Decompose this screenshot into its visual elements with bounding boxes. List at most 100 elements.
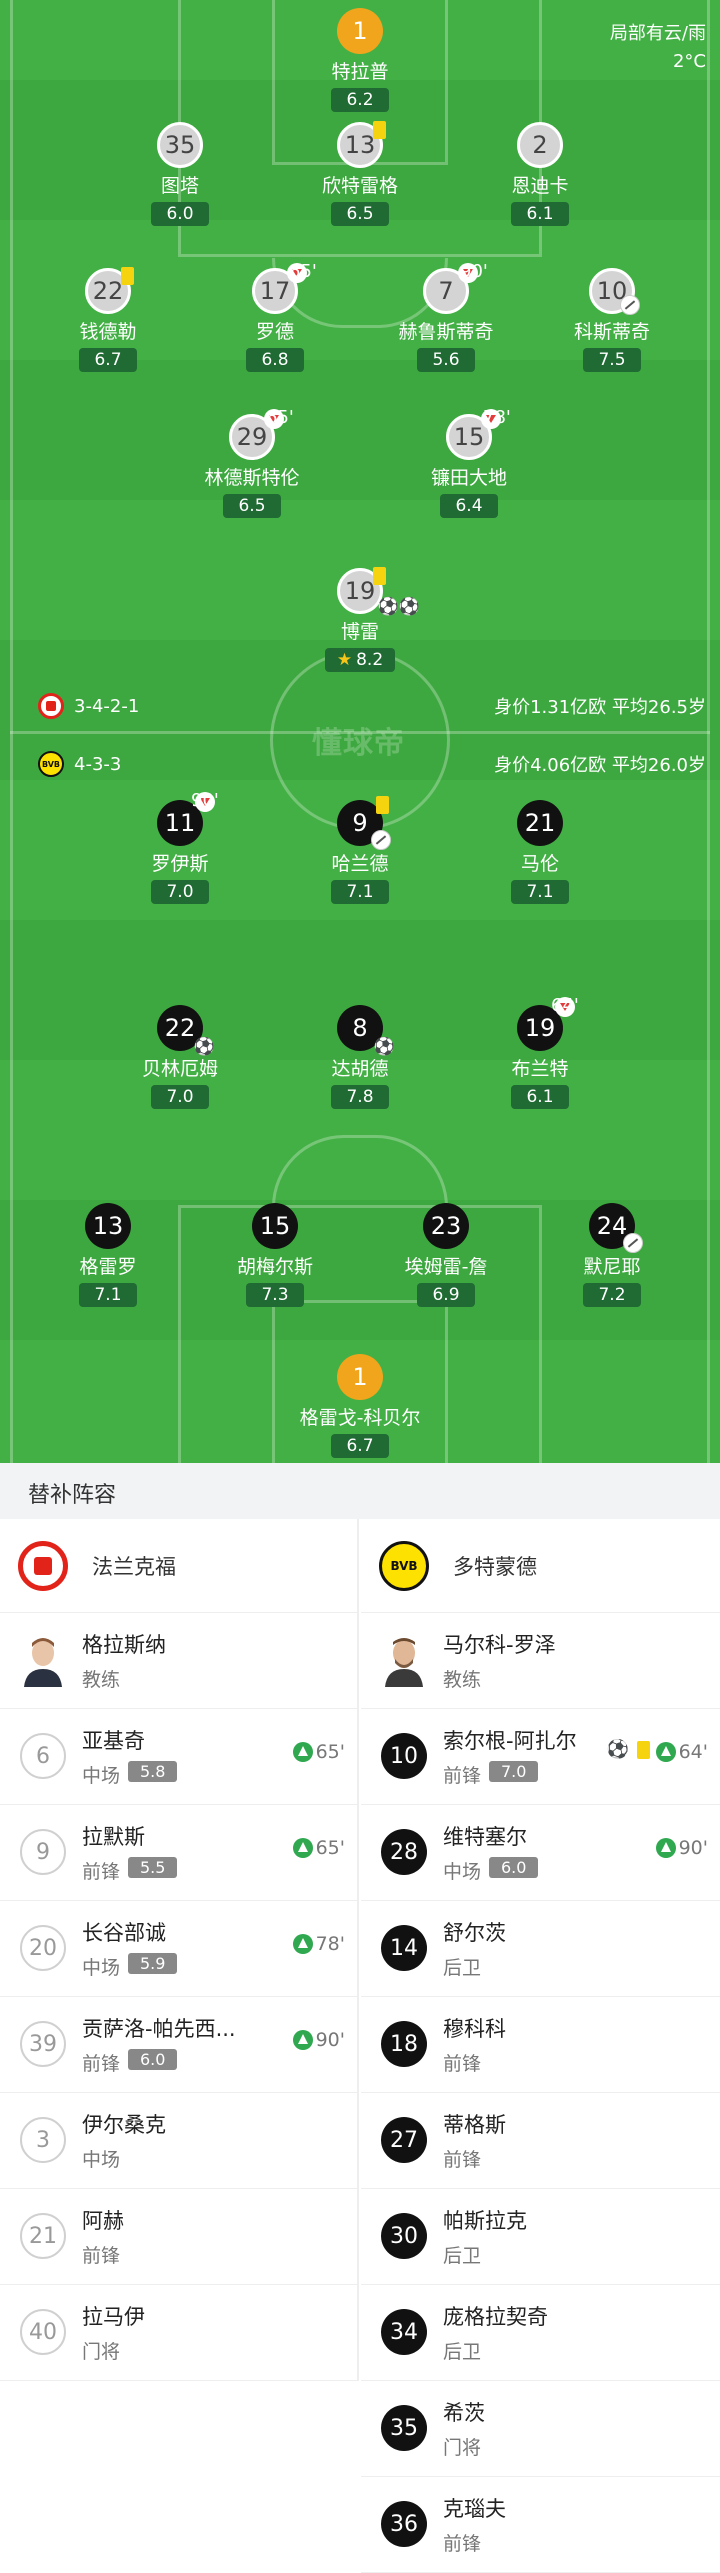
sub-rating: 5.5 [128,1857,178,1878]
sub-out-icon [555,997,575,1017]
player-rating: 6.0 [151,202,209,226]
away-player[interactable]: 8⚽ 达胡德 7.8 [280,1005,440,1109]
sub-player-row[interactable]: 21 阿赫 前锋 [0,2189,357,2285]
player-number: 23 [423,1203,469,1249]
yellow-card-icon [373,567,386,585]
player-number: 29 [236,423,268,451]
sub-player-row[interactable]: 40 拉马伊 门将 [0,2285,357,2381]
sub-in-icon [292,1838,313,1858]
sub-number: 14 [381,1925,427,1971]
star-icon: ★ [336,650,353,670]
sub-player-row[interactable]: 9 拉默斯 前锋 5.5 65' [0,1805,357,1901]
sub-number: 9 [20,1829,66,1875]
sub-player-row[interactable]: 14 舒尔茨 后卫 [361,1901,720,1997]
sub-player-row[interactable]: 3 伊尔桑克 中场 [0,2093,357,2189]
coach-name: 格拉斯纳 [82,1633,166,1657]
sub-name: 拉马伊 [82,2305,145,2329]
player-rating: 7.2 [583,1283,641,1307]
player-rating: 7.5 [583,348,641,372]
sub-player-row[interactable]: 20 长谷部诚 中场 5.9 78' [0,1901,357,1997]
sub-player-row[interactable]: 36 克瑙夫 前锋 [361,2477,720,2573]
sub-out-icon [287,263,307,283]
player-rating: 7.0 [151,880,209,904]
away-player[interactable]: 23 埃姆雷-詹 6.9 [366,1203,526,1307]
coach-row[interactable]: 马尔科-罗泽 教练 [361,1613,720,1709]
sub-out-minute: 90' [191,790,219,811]
player-number: 1 [337,8,383,54]
sub-number: 3 [20,2117,66,2163]
player-number: 13 [85,1203,131,1249]
sub-player-row[interactable]: 28 维特塞尔 中场 6.0 90' [361,1805,720,1901]
player-name: 林德斯特伦 [204,467,300,489]
sub-number: 36 [381,2501,427,2547]
away-player[interactable]: 21 马伦 7.1 [460,800,620,904]
player-name: 达胡德 [331,1058,389,1080]
sub-out-minute: 65' [289,261,317,282]
player-number: 11 [164,809,196,837]
player-number: 8 [352,1014,368,1042]
sub-position: 前锋 [82,2245,121,2267]
player-number: 7 [438,277,454,305]
home-player[interactable]: 1 特拉普 6.2 [280,8,440,112]
sub-rating: 7.0 [489,1761,539,1782]
away-player[interactable]: 15 胡梅尔斯 7.3 [195,1203,355,1307]
player-rating: 6.9 [417,1283,475,1307]
away-player[interactable]: 22⚽ 贝林厄姆 7.0 [100,1005,260,1109]
home-player[interactable]: 22 钱德勒 6.7 [28,267,188,372]
player-number-wrap: 24 [589,1203,643,1253]
sub-in-minute: 90' [315,2029,345,2051]
home-formation: 3-4-2-1 [74,695,140,717]
player-number: 15 [453,423,485,451]
sub-name: 贡萨洛-帕先西... [82,2017,236,2041]
away-player[interactable]: 13 格雷罗 7.1 [28,1203,188,1307]
away-team-header[interactable]: BVB 多特蒙德 [361,1519,720,1613]
sub-player-row[interactable]: 39 贡萨洛-帕先西... 前锋 6.0 90' [0,1997,357,2093]
sub-number: 34 [381,2309,427,2355]
sub-player-row[interactable]: 35 希茨 门将 [361,2381,720,2477]
frankfurt-logo-icon [18,1540,68,1591]
sub-player-row[interactable]: 18 穆科科 前锋 [361,1997,720,2093]
sub-in-info: 90' [655,1837,708,1859]
sub-player-row[interactable]: 27 蒂格斯 前锋 [361,2093,720,2189]
assist-icon [620,295,640,315]
sub-number: 39 [20,2021,66,2067]
home-player[interactable]: 2 恩迪卡 6.1 [460,122,620,226]
player-name: 布兰特 [511,1058,569,1080]
assist-icon [371,830,391,850]
sub-position: 中场 [443,1861,482,1883]
home-player[interactable]: 35 图塔 6.0 [100,122,260,226]
coach-avatar [381,1633,427,1687]
sub-player-row[interactable]: 30 帕斯拉克 后卫 [361,2189,720,2285]
coach-name: 马尔科-罗泽 [443,1633,556,1657]
sub-name: 穆科科 [443,2017,506,2041]
player-name: 罗德 [255,321,294,343]
away-player[interactable]: 9 哈兰德 7.1 [280,796,440,904]
sub-name: 蒂格斯 [443,2113,506,2137]
sub-in-minute: 90' [678,1837,708,1859]
sub-position: 后卫 [443,2245,482,2267]
player-rating: 6.7 [331,1434,389,1458]
sub-player-row[interactable]: 10 索尔根-阿扎尔 前锋 7.0 ⚽ 64' [361,1709,720,1805]
home-team-header[interactable]: 法兰克福 [0,1519,357,1613]
frankfurt-crest-icon [38,693,64,719]
sub-player-row[interactable]: 34 庞格拉契奇 后卫 [361,2285,720,2381]
weather-info: 局部有云/雨 2°C [610,20,706,76]
sub-player-row[interactable]: 6 亚基奇 中场 5.8 65' [0,1709,357,1805]
player-rating: 5.6 [417,348,475,372]
coach-row[interactable]: 格拉斯纳 教练 [0,1613,357,1709]
away-player[interactable]: 24 默尼耶 7.2 [532,1203,692,1307]
home-player[interactable]: 10 科斯蒂奇 7.5 [532,268,692,372]
sub-out-minute: 90' [460,261,488,282]
home-value-info: 身价1.31亿欧 平均26.5岁 [494,697,706,718]
home-player[interactable]: 13 欣特雷格 6.5 [280,121,440,226]
away-player[interactable]: 1 格雷戈-科贝尔 6.7 [280,1354,440,1458]
home-player[interactable]: 19⚽⚽ 博雷 ★8.2 [280,567,440,672]
